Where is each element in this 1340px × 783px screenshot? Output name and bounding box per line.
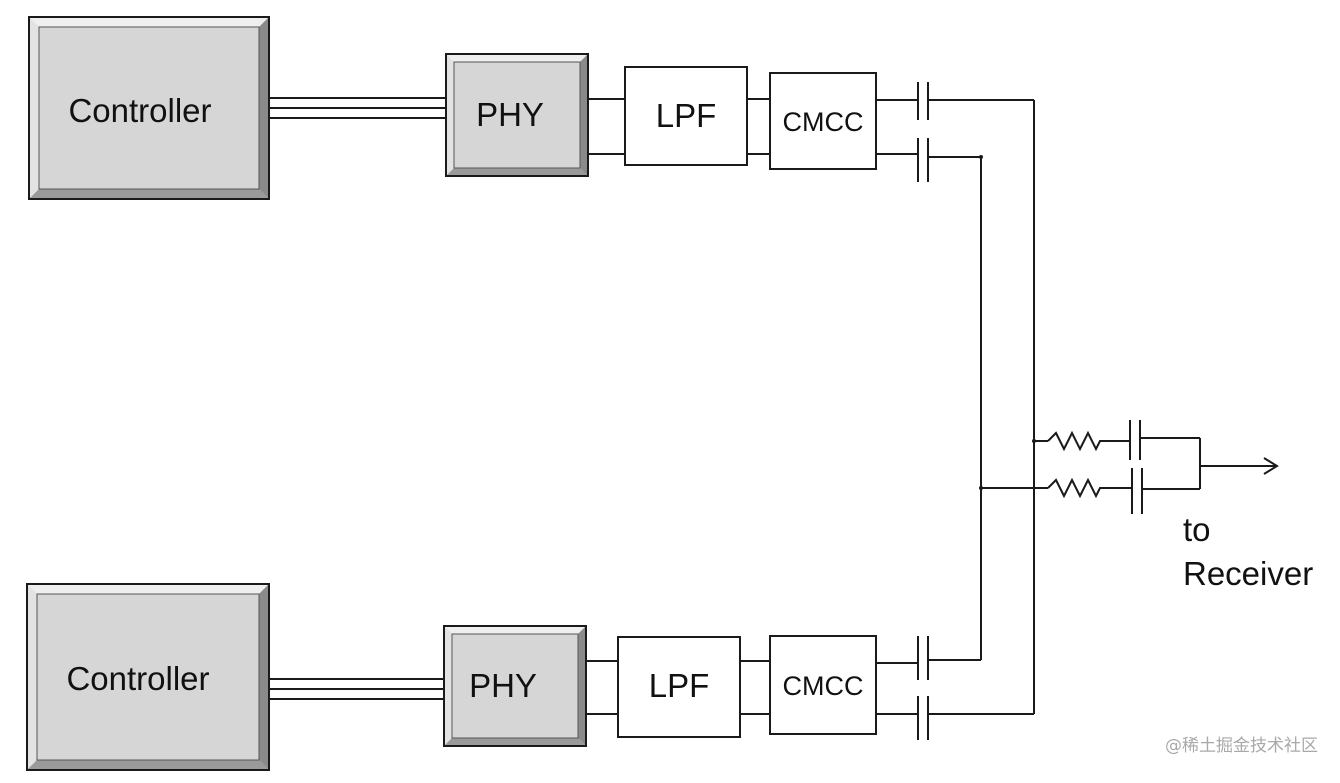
- phy-bottom-label: PHY: [469, 667, 537, 704]
- receiver-label-line2: Receiver: [1183, 555, 1313, 592]
- cmcc-top-block: CMCC: [769, 72, 877, 170]
- phy-bottom-block: PHY: [443, 625, 587, 747]
- lpf-top-block: LPF: [624, 66, 748, 166]
- lpf-top-label: LPF: [656, 97, 717, 134]
- wires-bottom-chain: [586, 660, 770, 715]
- controller-bottom-block: Controller: [26, 583, 270, 771]
- cmcc-top-label: CMCC: [783, 107, 864, 137]
- lpf-bottom-block: LPF: [617, 636, 741, 738]
- vertical-buses: [980, 100, 1035, 714]
- phy-top-block: PHY: [445, 53, 589, 177]
- lpf-bottom-label: LPF: [649, 667, 710, 704]
- bus-top: [269, 97, 446, 119]
- capacitors-bottom: [876, 636, 1034, 740]
- capacitors-top: [876, 82, 1034, 182]
- watermark-text: @稀土掘金技术社区: [1165, 736, 1318, 756]
- controller-top-block: Controller: [28, 16, 270, 200]
- receiver-label-line1: to: [1183, 511, 1211, 548]
- controller-bottom-label: Controller: [66, 660, 209, 697]
- termination-network: [981, 420, 1279, 514]
- cmcc-bottom-label: CMCC: [783, 671, 864, 701]
- cmcc-bottom-block: CMCC: [769, 635, 877, 735]
- wires-top-chain: [588, 98, 770, 155]
- controller-top-label: Controller: [68, 92, 211, 129]
- bus-bottom: [269, 678, 444, 700]
- phy-top-label: PHY: [476, 96, 544, 133]
